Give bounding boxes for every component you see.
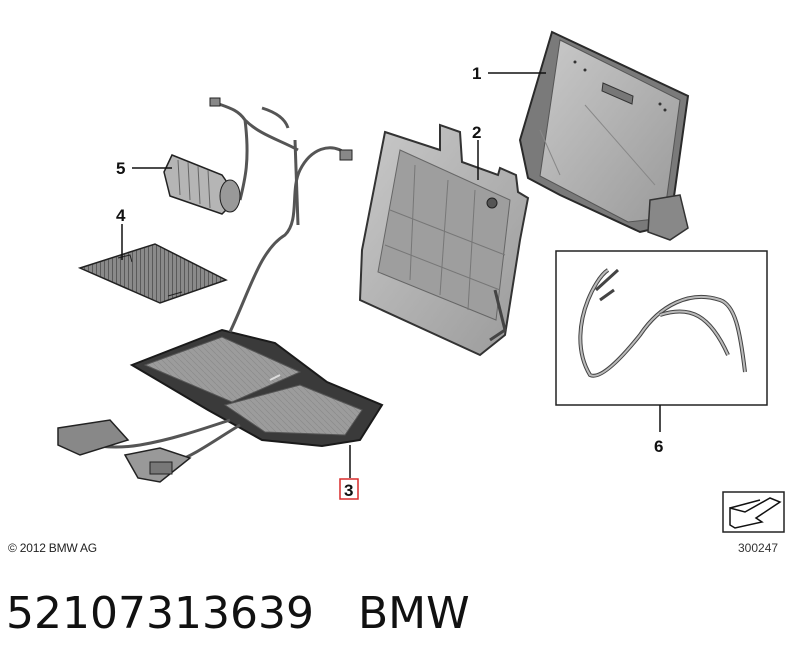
seat-back-heating-mat-drawing	[518, 30, 690, 241]
callout-6[interactable]: 6	[654, 437, 663, 456]
callout-5[interactable]: 5	[116, 159, 125, 178]
callout-3-highlight-box	[339, 478, 359, 500]
seat-heating-element-drawing	[57, 97, 384, 483]
control-unit-drawing	[163, 154, 241, 215]
copyright-notice: © 2012 BMW AG	[8, 541, 97, 555]
seat-back-cushion-mat-drawing	[358, 123, 530, 357]
heating-pad-drawing	[77, 243, 228, 304]
brand-name: BMW	[358, 588, 470, 639]
wiring-harness-drawing	[555, 250, 768, 406]
part-number: 52107313639	[6, 588, 314, 639]
callout-3[interactable]: 3	[344, 481, 353, 500]
diagram-reference-number: 300247	[738, 541, 779, 555]
callout-1[interactable]: 1	[472, 64, 481, 83]
callout-labels: 1 2 3 4 5 6	[116, 64, 663, 500]
callout-2[interactable]: 2	[472, 123, 481, 142]
reference-arrow-icon	[722, 491, 785, 533]
callout-lines	[121, 72, 661, 478]
callout-4[interactable]: 4	[116, 206, 126, 225]
